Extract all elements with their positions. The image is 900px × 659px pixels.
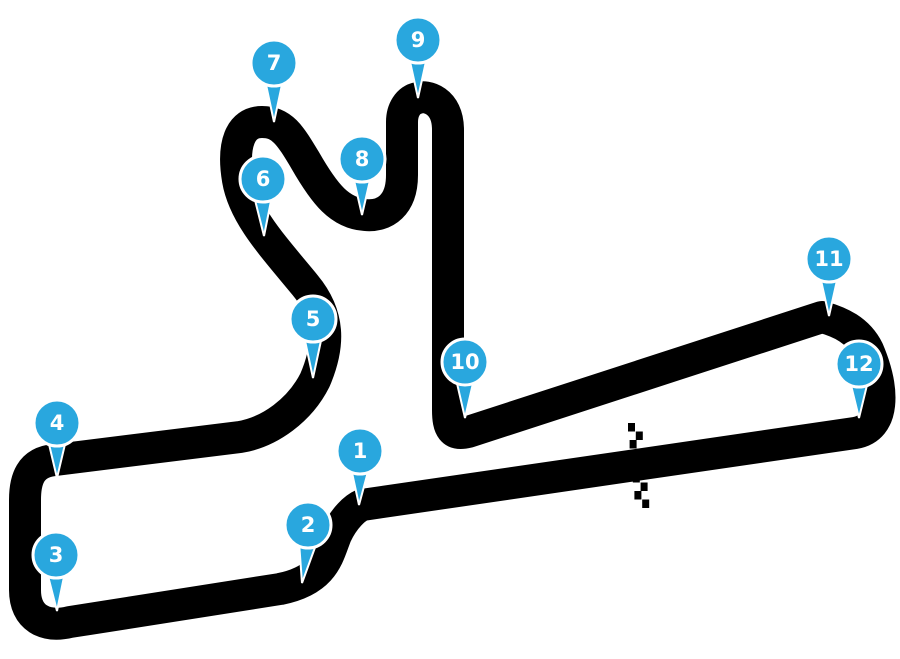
marker-circle	[393, 15, 443, 65]
corner-number: 3	[49, 543, 64, 567]
corner-marker-1: 1	[335, 426, 385, 506]
corner-number: 10	[450, 350, 479, 374]
corner-number: 9	[411, 28, 426, 52]
corner-number: 12	[844, 352, 873, 376]
corner-marker-2: 2	[283, 500, 333, 584]
corner-number: 5	[306, 307, 321, 331]
marker-circle	[31, 530, 81, 580]
marker-circle	[249, 38, 299, 88]
corner-marker-6: 6	[238, 154, 288, 237]
marker-circle	[804, 234, 854, 284]
corner-marker-7: 7	[249, 38, 299, 123]
flag-square	[629, 440, 637, 449]
corner-marker-12: 12	[834, 339, 884, 419]
flag-square	[639, 465, 646, 474]
start-finish-flag	[628, 423, 650, 508]
flag-square	[634, 491, 642, 500]
marker-circle	[440, 337, 490, 387]
flag-square	[635, 431, 643, 440]
marker-circle	[834, 339, 884, 389]
corner-number: 4	[50, 411, 65, 435]
corner-number: 6	[256, 167, 271, 191]
corner-marker-10: 10	[440, 337, 490, 419]
corner-number: 1	[353, 439, 368, 463]
flag-square	[637, 448, 645, 457]
corner-number: 7	[267, 51, 282, 75]
marker-circle	[283, 500, 333, 550]
track-outline	[9, 81, 896, 640]
flag-square	[631, 457, 639, 466]
corner-number: 11	[814, 247, 843, 271]
marker-circle	[288, 294, 338, 344]
corner-marker-11: 11	[804, 234, 854, 317]
marker-circle	[337, 134, 387, 184]
marker-circle	[32, 398, 82, 448]
corner-marker-8: 8	[337, 134, 387, 216]
corner-marker-5: 5	[288, 294, 338, 379]
marker-circle	[335, 426, 385, 476]
corner-number: 2	[301, 513, 316, 537]
flag-square	[642, 499, 650, 508]
corner-marker-3: 3	[31, 530, 81, 612]
marker-circle	[238, 154, 288, 204]
flag-square	[628, 423, 635, 432]
corner-number: 8	[355, 147, 370, 171]
corner-marker-9: 9	[393, 15, 443, 99]
flag-square	[632, 474, 640, 483]
corner-marker-4: 4	[32, 398, 82, 479]
track-path-outer	[9, 81, 896, 640]
flag-square	[640, 482, 648, 491]
